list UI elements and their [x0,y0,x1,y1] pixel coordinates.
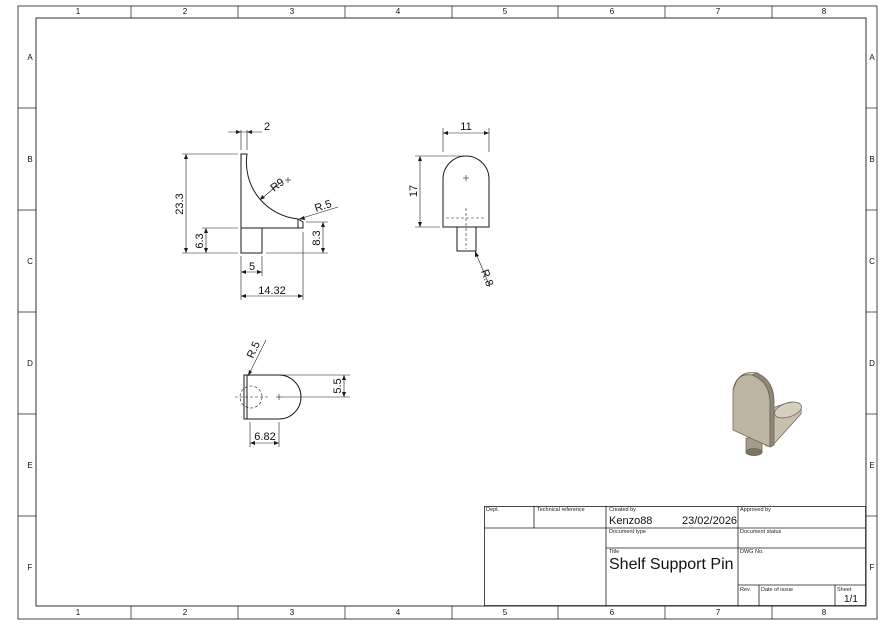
dim-overall-length: 14.32 [258,285,286,297]
side-view: 2 23.3 R9 R.5 6.3 8.3 5 14.32 [174,121,339,300]
zone-row-F-right: F [870,563,875,572]
date-of-issue-label: Date of issue [761,587,794,593]
front-view-arrowheads [418,131,489,257]
title-label: Title [609,549,620,555]
zone-col-1-bottom: 1 [76,608,81,617]
front-view-center-mark [463,175,469,181]
drawing-title: Shelf Support Pin [609,556,734,573]
zone-row-E-right: E [869,461,874,470]
title-block-grid [484,506,866,606]
zone-row-C-right: C [869,257,875,266]
zone-col-7: 7 [716,7,721,16]
dim-thickness: 2 [264,121,270,133]
document-type-label: Document type [609,529,646,535]
zone-row-D: D [27,359,33,368]
dim-stem-right: 8.3 [311,230,323,245]
approved-by-label: Approved by [740,507,771,513]
dim-top-offset: 6.82 [254,431,275,443]
created-date-value: 23/02/2026 [682,515,738,527]
zone-col-1: 1 [76,7,81,16]
dim-top-radius: R.5 [245,340,263,361]
dim-stem-left: 6.3 [194,233,206,248]
zone-col-8: 8 [822,7,827,16]
created-by-value: Kenzo88 [609,515,653,527]
zone-row-B: B [27,155,32,164]
zone-col-4-bottom: 4 [396,608,401,617]
zone-row-D-right: D [869,359,875,368]
front-view-hidden-lines [446,208,486,249]
zone-col-2: 2 [183,7,188,16]
dim-stem-width: 5 [249,261,255,273]
dim-top-half-width: 5.5 [332,378,344,393]
front-view: 11 17 R.8 [408,121,495,288]
zone-col-6-bottom: 6 [610,608,615,617]
zone-col-5: 5 [503,7,508,16]
top-view-arrowheads [248,370,346,445]
rev-label: Rev. [740,587,751,593]
dwg-no-label: DWG No. [740,549,764,555]
zone-col-8-bottom: 8 [822,608,827,617]
top-view: R.5 5.5 6.82 [235,340,350,447]
zone-row-A-right: A [869,53,875,62]
zone-col-7-bottom: 7 [716,608,721,617]
created-by-label: Created by [609,507,636,513]
dim-front-width: 11 [460,121,471,133]
title-block: Dept. Technical reference Created by Ken… [484,506,866,606]
zone-col-3: 3 [290,7,295,16]
technical-reference-label: Technical reference [537,507,585,513]
zone-row-A: A [27,53,33,62]
top-view-dimension-lines [247,339,350,447]
dim-radius-small: R.5 [313,198,333,215]
front-view-dimension-lines [415,128,491,288]
dept-label: Dept. [486,507,500,513]
side-view-outline [240,153,304,254]
top-view-hidden-lines [235,385,268,409]
sheet-label: Sheet [837,587,852,593]
zone-col-5-bottom: 5 [503,608,508,617]
zone-row-F: F [28,563,33,572]
sheet-value: 1/1 [844,594,858,605]
dim-front-radius: R.8 [478,268,495,288]
zone-row-C: C [27,257,33,266]
zone-labels: 1 2 3 4 5 6 7 8 1 2 3 4 5 6 7 8 A B C D … [27,7,875,617]
zone-row-B-right: B [869,155,874,164]
zone-col-3-bottom: 3 [290,608,295,617]
top-view-center-mark [276,394,282,400]
dim-radius-large: R9 [268,176,286,194]
front-view-outline [442,155,490,252]
zone-col-4: 4 [396,7,401,16]
side-view-dimension-lines [182,130,339,300]
document-status-label: Document status [740,529,782,535]
zone-row-E: E [27,461,32,470]
zone-ticks [18,6,877,619]
isometric-view [732,372,802,456]
zone-col-2-bottom: 2 [183,608,188,617]
dim-front-height: 17 [408,185,420,197]
side-view-arrowheads [184,130,325,298]
dim-height: 23.3 [174,193,186,214]
zone-col-6: 6 [610,7,615,16]
